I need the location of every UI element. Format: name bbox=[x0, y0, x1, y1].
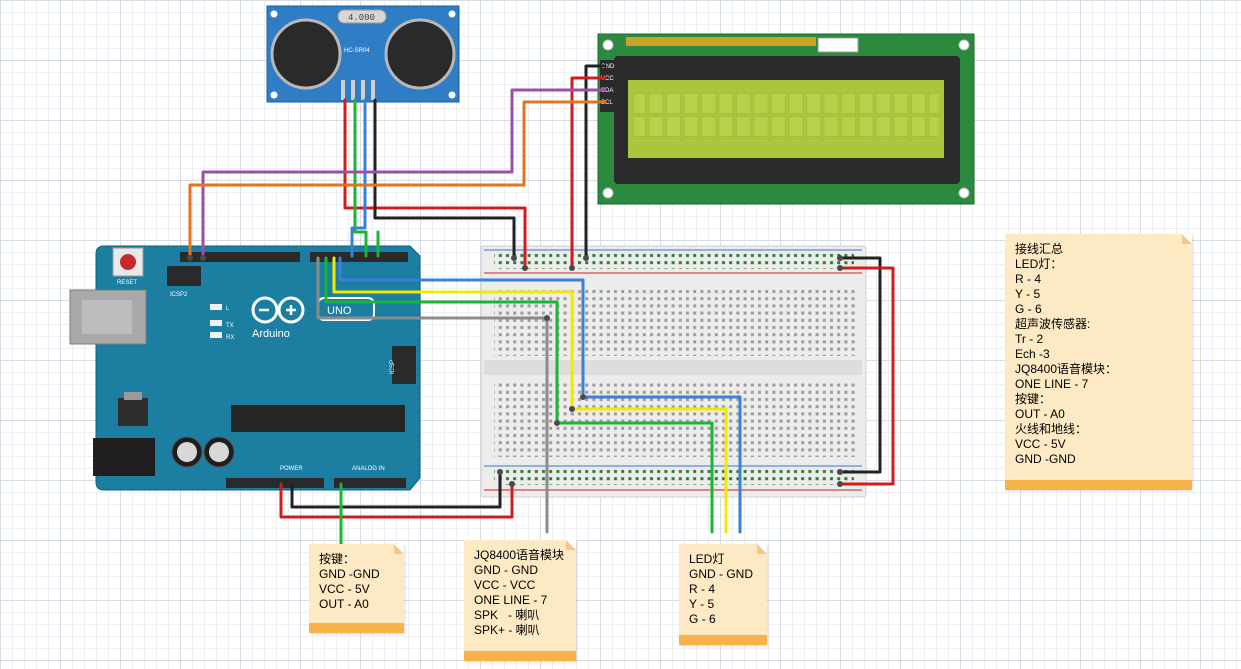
ultrasonic-sensor: 4.000 HC-SR04 bbox=[266, 5, 460, 103]
wire-end-caps bbox=[187, 255, 843, 487]
uno-text: UNO bbox=[327, 305, 352, 317]
l-label: L bbox=[226, 306, 230, 312]
jq8400-note-line: VCC - VCC bbox=[474, 578, 536, 592]
wire-lcd-scl bbox=[188, 100, 607, 260]
lcd-pin-sda-label: SDA bbox=[601, 88, 613, 94]
button-note-line: 按键： bbox=[319, 552, 356, 566]
breadboard bbox=[480, 245, 867, 498]
summary-line: R - 4 bbox=[1015, 272, 1042, 286]
wire-sensor-trig bbox=[353, 98, 368, 258]
wire-lcd-sda bbox=[201, 88, 607, 260]
summary-line: JQ8400语音模块： bbox=[1015, 362, 1118, 376]
jq8400-note-line: ONE LINE - 7 bbox=[474, 593, 548, 607]
analog-header bbox=[334, 478, 406, 488]
led-note-line: LED灯 bbox=[689, 552, 725, 566]
jq8400-note-line: JQ8400语音模块 bbox=[474, 548, 565, 562]
lcd-pin-scl-label: SCL bbox=[601, 100, 613, 106]
lcd-pin-gnd-label: GND bbox=[601, 64, 615, 70]
wire-sensor-vcc bbox=[343, 98, 527, 270]
summary-line: Ech -3 bbox=[1015, 347, 1050, 361]
crystal-label: 4.000 bbox=[348, 13, 375, 23]
button-note-line: GND -GND bbox=[319, 567, 380, 581]
wire-sensor-gnd bbox=[373, 98, 516, 260]
summary-line: ONE LINE - 7 bbox=[1015, 377, 1089, 391]
summary-line: 按键： bbox=[1015, 392, 1052, 406]
wire-power-gnd bbox=[290, 470, 502, 509]
summary-line: G - 6 bbox=[1015, 302, 1042, 316]
jq8400-note-line: GND - GND bbox=[474, 563, 538, 577]
wire-lcd-gnd bbox=[584, 64, 607, 260]
button-note: 按键： GND -GND VCC - 5V OUT - A0 bbox=[309, 544, 404, 633]
rx-label: RX bbox=[226, 335, 234, 341]
summary-line: GND -GND bbox=[1015, 452, 1076, 466]
power-jack bbox=[93, 438, 155, 476]
icsp-label: ICSP bbox=[390, 360, 396, 374]
digital-header-right bbox=[310, 252, 408, 262]
jq8400-note: JQ8400语音模块 GND - GND VCC - VCC ONE LINE … bbox=[464, 540, 576, 661]
summary-line: Y - 5 bbox=[1015, 287, 1041, 301]
summary-line: 火线和地线： bbox=[1015, 422, 1088, 436]
arduino-logo-text: Arduino bbox=[252, 328, 290, 340]
analog-label: ANALOG IN bbox=[352, 466, 385, 472]
lcd-1602-module: GND VCC SDA SCL bbox=[597, 33, 975, 205]
jq8400-note-line: SPK+ - 喇叭 bbox=[474, 623, 540, 637]
led-note-line: G - 6 bbox=[689, 612, 716, 626]
button-note-line: OUT - A0 bbox=[319, 597, 369, 611]
led-note-line: R - 4 bbox=[689, 582, 716, 596]
wire-rail-gnd bbox=[838, 256, 882, 474]
icsp-header bbox=[392, 346, 416, 384]
button-note-line: VCC - 5V bbox=[319, 582, 370, 596]
wire-rail-vcc bbox=[838, 266, 895, 486]
reset-label: RESET bbox=[117, 280, 137, 286]
arduino-uno-board: RESET ICSP2 Arduino UNO TX RX L ICSP bbox=[69, 245, 421, 491]
voltage-regulator bbox=[118, 398, 148, 426]
wire-led-g bbox=[324, 256, 714, 534]
wire-led-y bbox=[332, 256, 728, 534]
summary-line: 超声波传感器: bbox=[1015, 317, 1091, 331]
summary-line: Tr - 2 bbox=[1015, 332, 1044, 346]
arduino-logo: Arduino bbox=[251, 296, 305, 340]
power-label: POWER bbox=[280, 466, 303, 472]
summary-note: 接线汇总 LED灯： R - 4 Y - 5 G - 6 超声波传感器: Tr … bbox=[1005, 234, 1192, 490]
microcontroller-chip bbox=[231, 405, 405, 432]
summary-line: 接线汇总 bbox=[1015, 242, 1064, 256]
jq8400-note-line: SPK - 喇叭 bbox=[474, 608, 540, 622]
wire-lcd-vcc bbox=[570, 76, 607, 270]
digital-header-left bbox=[180, 252, 300, 262]
wire-power-5v bbox=[279, 482, 514, 519]
wire-led-r bbox=[338, 256, 742, 534]
lcd-pin-header bbox=[626, 37, 816, 46]
icsp2-label: ICSP2 bbox=[170, 292, 188, 298]
tx-label: TX bbox=[226, 323, 234, 329]
lcd-pin-vcc-label: VCC bbox=[601, 76, 614, 82]
sensor-model-label: HC-SR04 bbox=[344, 48, 370, 54]
summary-line: LED灯： bbox=[1015, 257, 1063, 271]
led-note-line: GND - GND bbox=[689, 567, 753, 581]
wire-jq-oneline bbox=[316, 256, 549, 534]
power-header bbox=[226, 478, 324, 488]
led-note: LED灯 GND - GND R - 4 Y - 5 G - 6 bbox=[679, 544, 767, 645]
summary-line: VCC - 5V bbox=[1015, 437, 1066, 451]
wire-sensor-echo bbox=[350, 98, 367, 258]
led-note-line: Y - 5 bbox=[689, 597, 715, 611]
summary-line: OUT - A0 bbox=[1015, 407, 1065, 421]
